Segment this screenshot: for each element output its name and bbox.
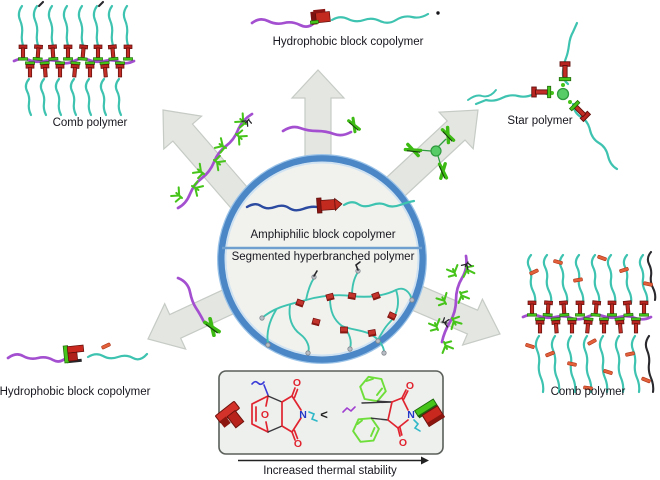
- thermal-stability-arrow: [238, 456, 429, 465]
- hydrophobic-block-copolymer-top-illustration: [250, 8, 440, 28]
- precursor-chain-up: [281, 115, 364, 137]
- comb-polymer-top-left: [12, 0, 136, 117]
- less-than-symbol: <: [320, 407, 328, 422]
- label-hydrophobic-top: Hydrophobic block copolymer: [272, 36, 424, 48]
- amphiphilic-block-copolymer-illustration: [245, 197, 416, 214]
- chem-structure-anthracene-adduct: O O N: [342, 375, 421, 449]
- green-linker-block: [344, 115, 364, 135]
- red-green-t-block: [62, 344, 85, 364]
- chain-end-dots: [259, 268, 415, 356]
- atom-label-o: O: [261, 409, 269, 421]
- hydrophobic-chain: [342, 199, 416, 208]
- atom-label-o: O: [293, 377, 301, 389]
- comb-backbone: [12, 57, 136, 65]
- brush-backbone: [440, 254, 468, 344]
- red-green-t-block-icon: [413, 398, 446, 428]
- star-core-sphere: [430, 145, 442, 157]
- hydrophobic-block-copolymer-bottom-illustration: [6, 342, 149, 364]
- star-core-sphere: [556, 87, 570, 101]
- hydrophobic-chain-a: [250, 18, 316, 28]
- chain: [281, 125, 353, 137]
- arrowhead-right: [421, 456, 429, 465]
- hydrophobic-chain-b: [86, 352, 149, 361]
- circle-ring: [218, 155, 426, 363]
- atom-label-n: N: [299, 409, 307, 421]
- brush-backbone: [176, 112, 254, 210]
- label-segmented-hyperbranched: Segmented hyperbranched polymer: [231, 251, 415, 263]
- thermal-stability-inset-box: O O O N < O O N: [215, 370, 446, 455]
- star-core-decoration: [402, 89, 497, 183]
- label-star-polymer: Star polymer: [507, 115, 573, 127]
- central-circle: [217, 154, 427, 364]
- label-hydrophobic-bottom: Hydrophobic block copolymer: [0, 386, 151, 398]
- hydrophobic-chain-a: [6, 353, 69, 363]
- chain-fragment: [467, 89, 497, 101]
- red-linker-block: [309, 8, 331, 25]
- atom-label-o: O: [399, 437, 407, 449]
- comb-backbone: [521, 313, 653, 321]
- star-arm-down-right: [571, 102, 619, 171]
- chain: [176, 276, 206, 324]
- chain-end-dot: [436, 11, 440, 15]
- hyperbranched-network-illustration: [259, 261, 415, 356]
- chem-structure-oxanorbornene: O O O N: [251, 377, 318, 450]
- hydrophobic-chain-b: [330, 12, 430, 24]
- atom-label-o: O: [406, 380, 414, 392]
- circle-outer-edge: [217, 154, 427, 364]
- arrow-down-left: [147, 287, 239, 351]
- brush-polymer-up-left: [168, 112, 254, 210]
- label-amphiphilic: Amphiphilic block copolymer: [250, 229, 396, 241]
- label-comb-polymer-bottom: Comb polymer: [550, 386, 626, 398]
- star-polymer-illustration: [474, 21, 619, 171]
- red-t-block-icon: [215, 401, 245, 429]
- atom-label-o: O: [294, 438, 302, 450]
- hydrophilic-chain: [245, 203, 319, 212]
- label-increased-thermal-stability: Increased thermal stability: [263, 465, 397, 477]
- red-linker-block: [316, 197, 343, 214]
- arrow-up: [290, 69, 346, 167]
- comb-polymer-bottom-right: [521, 250, 657, 394]
- label-comb-polymer-top: Comb polymer: [52, 117, 128, 129]
- precursor-chain-down-left: [176, 276, 223, 338]
- brush-polymer-down-right: [427, 254, 476, 354]
- arrow-up-right: [380, 109, 479, 203]
- circle-inner-highlight: [224, 161, 420, 357]
- atom-label-n: N: [407, 409, 415, 421]
